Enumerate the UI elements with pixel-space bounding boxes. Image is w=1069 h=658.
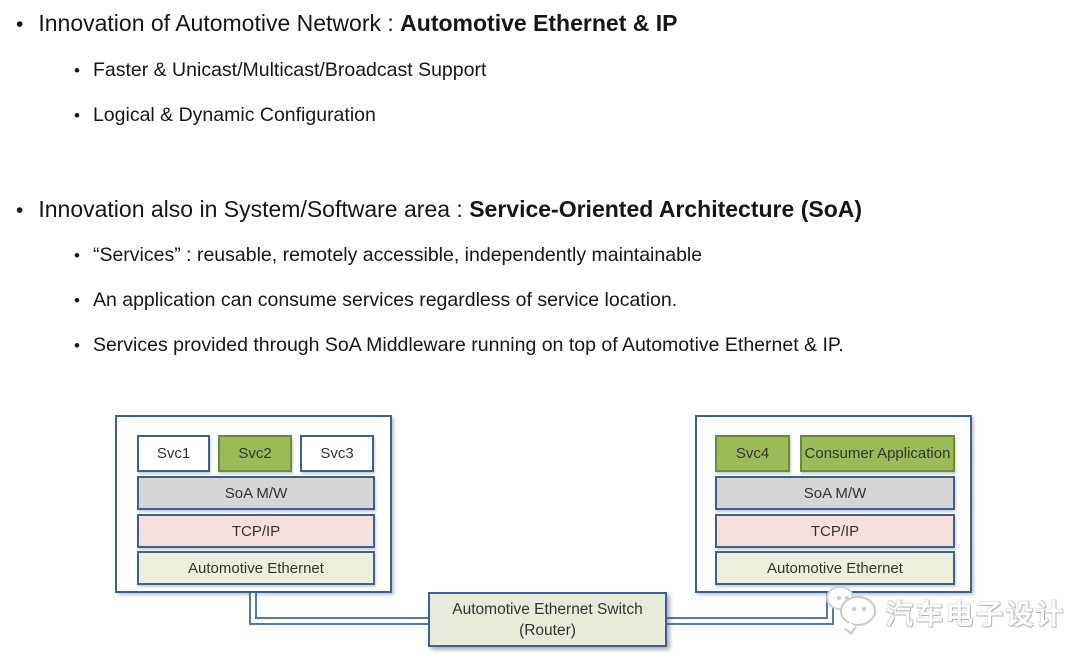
sub-bullet-item: • Faster & Unicast/Multicast/Broadcast S… (74, 59, 486, 82)
bubble-eye (862, 607, 866, 611)
layer-label: TCP/IP (231, 522, 281, 540)
connector-left-horizontal (249, 617, 430, 625)
service-label: Svc3 (320, 444, 354, 462)
switch-label-line1: Automotive Ethernet Switch (452, 600, 643, 618)
sub-bullet-item: • Logical & Dynamic Configuration (74, 104, 376, 127)
service-row: Svc4 Consumer Application (715, 435, 955, 472)
bullet-icon: • (74, 291, 80, 310)
layer-label: Automotive Ethernet (188, 559, 324, 577)
bubble-eye (852, 607, 856, 611)
service-box-svc1: Svc1 (137, 435, 210, 472)
bullet-icon: • (74, 61, 80, 80)
bullet-text: Innovation of Automotive Network : Autom… (38, 10, 677, 37)
service-label: Consumer Application (804, 444, 951, 462)
soa-middleware-layer: SoA M/W (137, 476, 375, 510)
bullet-lead: Innovation of Automotive Network : (38, 10, 401, 36)
wechat-icon (824, 584, 880, 640)
service-box-svc4: Svc4 (715, 435, 790, 472)
watermark-text: 汽车电子设计 (886, 599, 1066, 631)
bullet-item: • Innovation also in System/Software are… (16, 196, 862, 223)
bullet-lead: Innovation also in System/Software area … (38, 196, 470, 222)
bullet-bold: Automotive Ethernet & IP (400, 10, 678, 36)
layer-label: Automotive Ethernet (767, 559, 903, 577)
ethernet-switch-box: Automotive Ethernet Switch (Router) (428, 592, 667, 647)
service-box-svc2: Svc2 (218, 435, 292, 472)
service-box-consumer-application: Consumer Application (800, 435, 955, 472)
right-ecu-stack: Svc4 Consumer Application SoA M/W TCP/IP… (695, 415, 972, 593)
bubble-eye (837, 596, 841, 600)
layer-label: SoA M/W (803, 484, 867, 502)
connector-right-horizontal (665, 617, 834, 625)
automotive-ethernet-layer: Automotive Ethernet (137, 551, 375, 585)
sub-bullet-item: • An application can consume services re… (74, 289, 677, 312)
watermark: 汽车电子设计 (824, 584, 1066, 640)
left-ecu-stack: Svc1 Svc2 Svc3 SoA M/W TCP/IP Automotive… (115, 415, 392, 593)
service-row: Svc1 Svc2 Svc3 (137, 435, 375, 472)
bullet-icon: • (74, 106, 80, 125)
service-box-svc3: Svc3 (300, 435, 374, 472)
sub-bullet-text: Logical & Dynamic Configuration (92, 104, 376, 126)
layer-label: SoA M/W (224, 484, 288, 502)
sub-bullet-text: “Services” : reusable, remotely accessib… (92, 244, 703, 266)
service-label: Svc2 (238, 444, 272, 462)
sub-bullet-text: An application can consume services rega… (92, 289, 678, 311)
switch-label-line2: (Router) (519, 621, 576, 639)
tcpip-layer: TCP/IP (715, 514, 955, 548)
sub-bullet-item: • “Services” : reusable, remotely access… (74, 244, 702, 267)
bullet-text: Innovation also in System/Software area … (38, 196, 862, 223)
tcpip-layer: TCP/IP (137, 514, 375, 548)
automotive-ethernet-layer: Automotive Ethernet (715, 551, 955, 585)
bullet-icon: • (74, 336, 80, 355)
connector-left-vertical (249, 593, 257, 619)
bullet-item: • Innovation of Automotive Network : Aut… (16, 10, 677, 37)
sub-bullet-item: • Services provided through SoA Middlewa… (74, 334, 844, 357)
service-label: Svc1 (156, 444, 191, 462)
sub-bullet-text: Faster & Unicast/Multicast/Broadcast Sup… (92, 59, 487, 81)
chat-bubble-big (840, 596, 876, 626)
layer-label: TCP/IP (810, 522, 860, 540)
bullet-icon: • (16, 13, 24, 36)
bullet-icon: • (16, 199, 24, 222)
service-label: Svc4 (735, 444, 770, 462)
soa-middleware-layer: SoA M/W (715, 476, 955, 510)
bullet-icon: • (74, 246, 80, 265)
bullet-bold: Service-Oriented Architecture (SoA) (469, 196, 863, 222)
sub-bullet-text: Services provided through SoA Middleware… (92, 334, 844, 356)
